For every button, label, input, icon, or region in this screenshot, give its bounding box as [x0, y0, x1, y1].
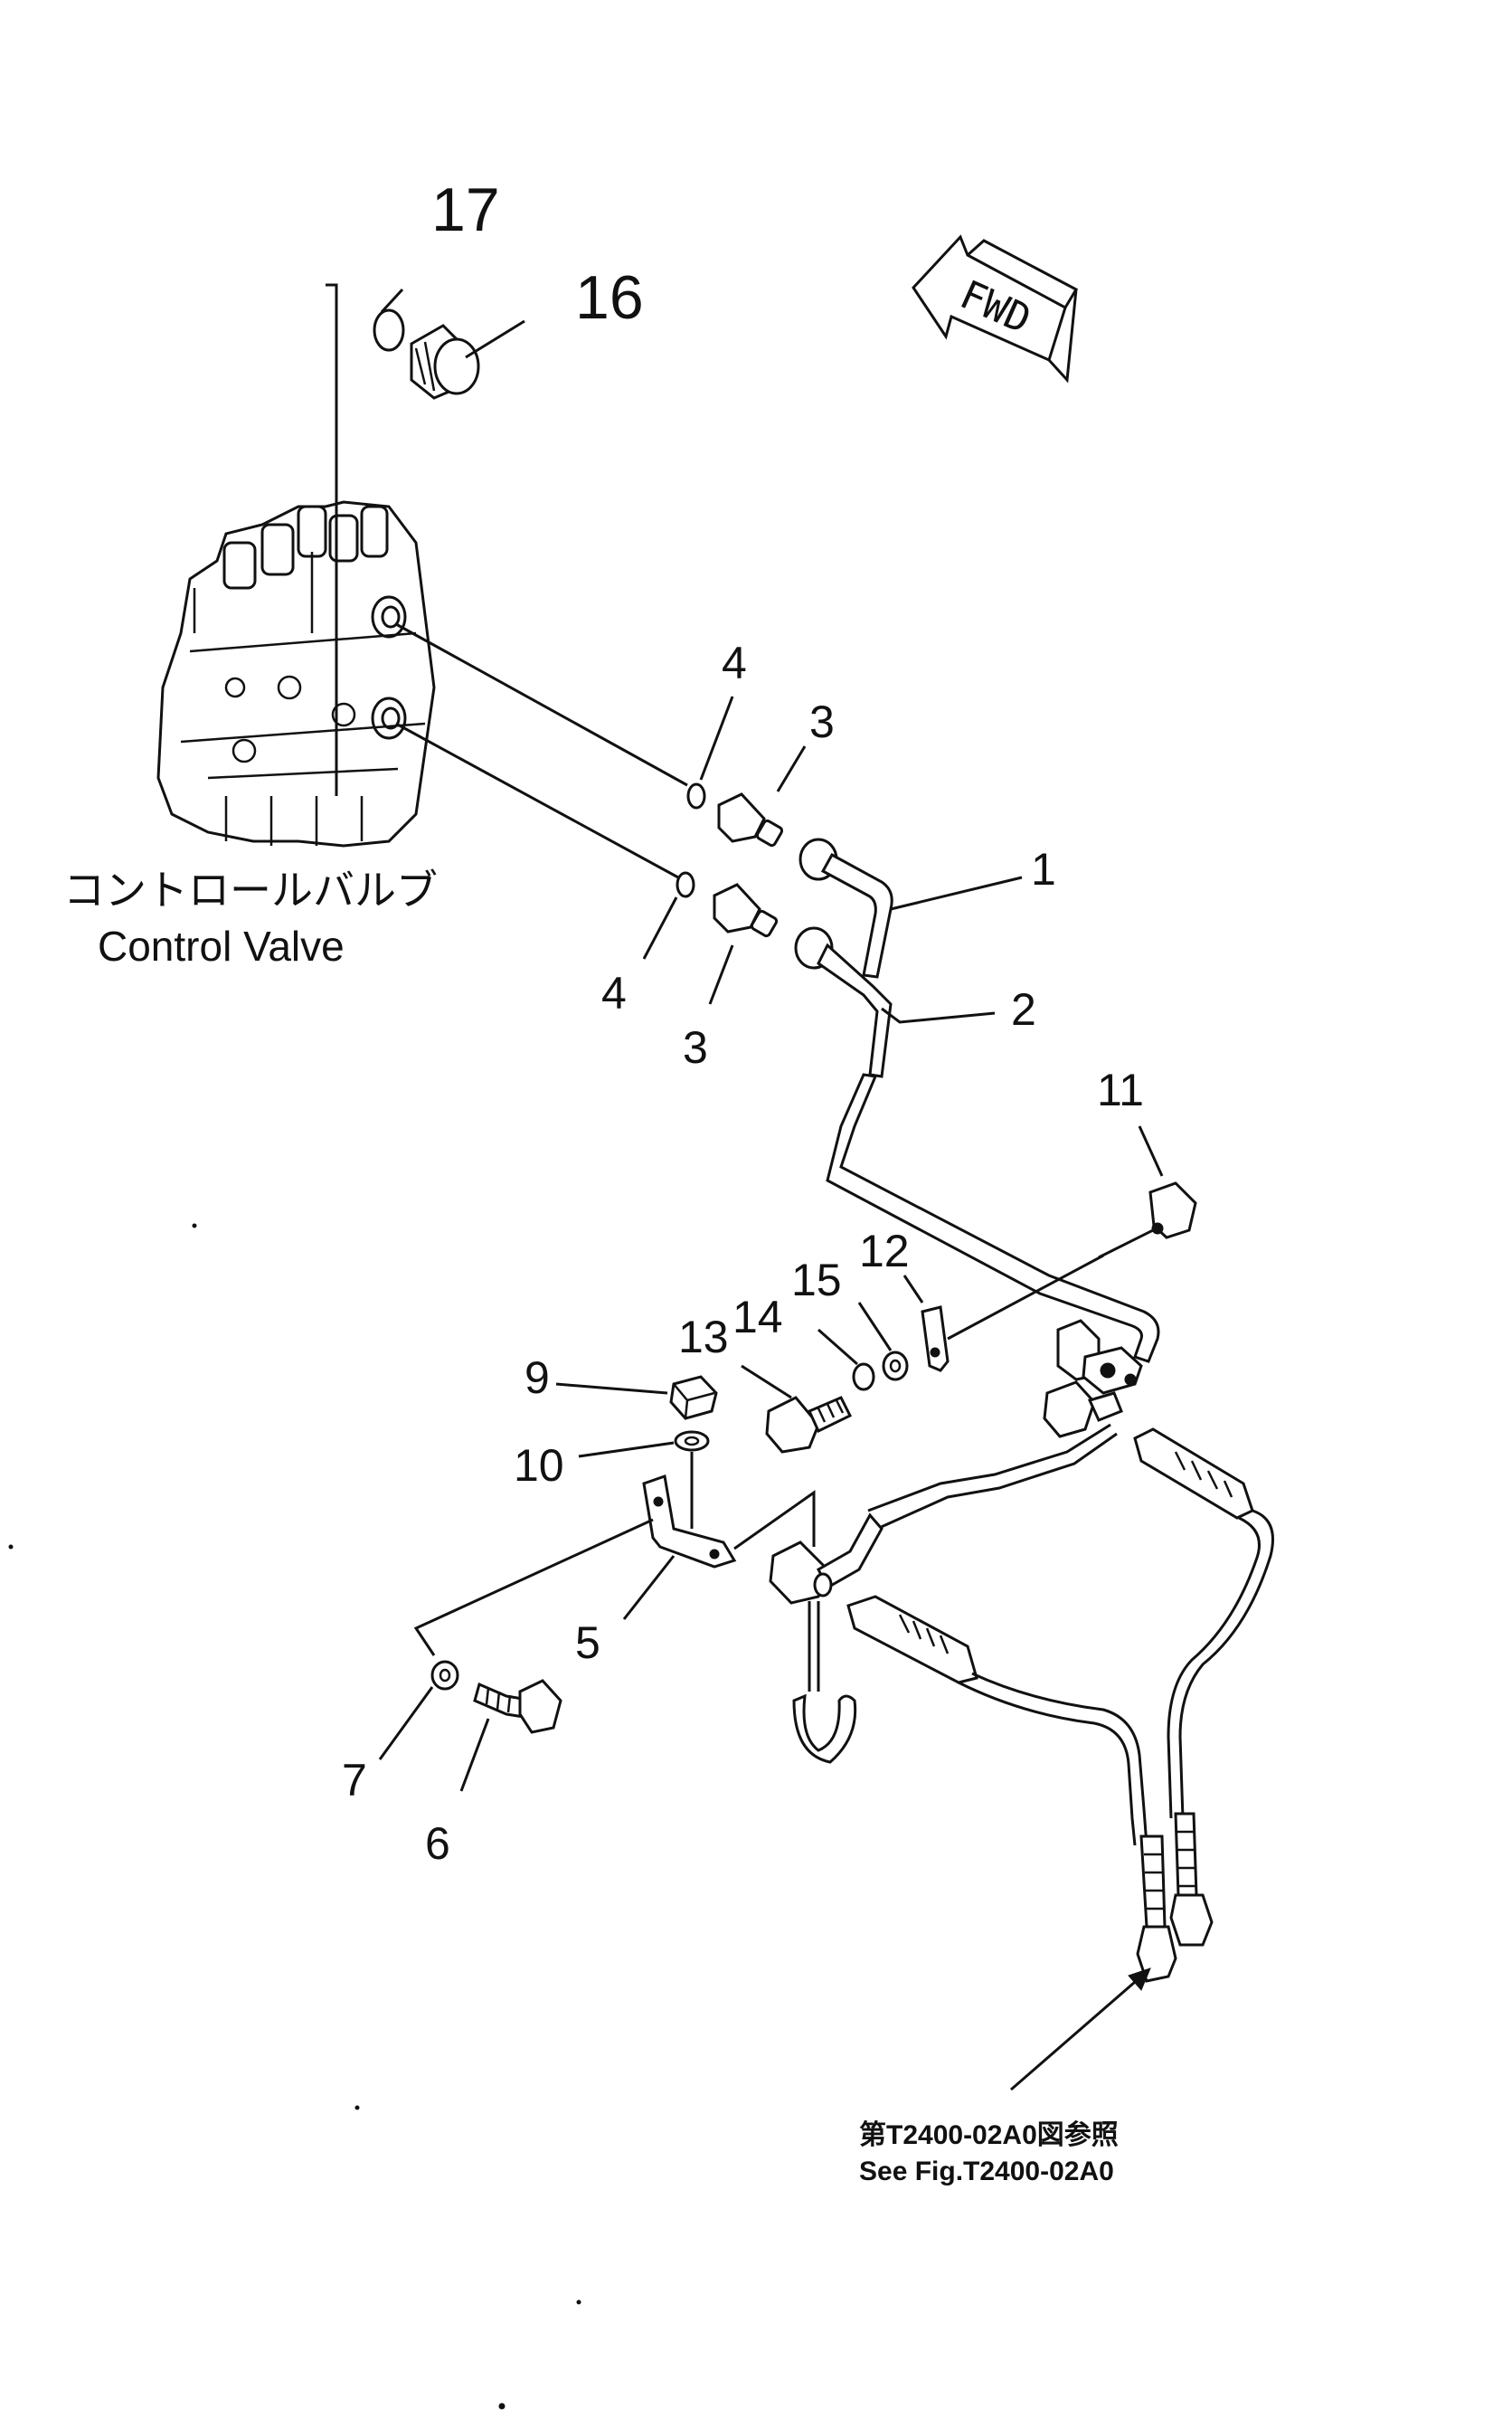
callout-6: 6	[425, 1818, 450, 1869]
callout-7: 7	[342, 1755, 367, 1806]
callout-5: 5	[575, 1617, 600, 1668]
callout-10: 10	[514, 1440, 564, 1491]
plug-part-16	[410, 324, 480, 400]
callout-11: 11	[1097, 1065, 1144, 1115]
callout-16: 16	[575, 263, 644, 332]
callout-13: 13	[678, 1312, 729, 1362]
adapter-part-3-upper	[717, 792, 784, 848]
elbow-fitting-lower	[769, 1512, 884, 1605]
control-valve	[156, 500, 436, 848]
reference-label-jp: 第T2400-02A0図参照	[859, 2119, 1119, 2150]
callout-12: 12	[859, 1226, 910, 1276]
reference-arrow	[1010, 1968, 1149, 2091]
o-ring-part-4-lower	[676, 871, 695, 898]
plate-part-12	[921, 1305, 950, 1372]
hose-end-fitting-lower	[792, 1693, 857, 1764]
clip-part-11	[1148, 1181, 1197, 1239]
hose-right	[1133, 1427, 1274, 1947]
lock-washer-part-14	[852, 1362, 875, 1391]
washer-part-7	[430, 1660, 459, 1691]
callout-17: 17	[431, 175, 500, 244]
bracket-assembly-right	[1056, 1319, 1143, 1395]
callout-9: 9	[524, 1352, 550, 1403]
pipe-part-2	[794, 926, 1160, 1363]
control-valve-label-en: Control Valve	[98, 923, 345, 970]
control-valve-label-jp: コントロールバルブ	[63, 867, 438, 914]
reference-label-en: See Fig.T2400-02A0	[859, 2157, 1114, 2186]
callout-3-upper: 3	[809, 697, 835, 747]
bolt-part-13	[765, 1396, 853, 1454]
hose-left	[846, 1595, 1177, 1983]
nut-part-9	[669, 1375, 718, 1420]
washer-part-10	[674, 1430, 710, 1452]
fwd-arrow-icon: FWD	[912, 234, 1079, 384]
callout-1: 1	[1031, 844, 1056, 895]
o-ring-part-17	[373, 308, 405, 352]
callout-3-lower: 3	[683, 1022, 708, 1073]
pipe-part-1	[799, 838, 893, 979]
callout-14: 14	[732, 1292, 783, 1342]
callout-4-upper: 4	[722, 638, 747, 688]
washer-part-15	[882, 1351, 909, 1381]
callout-15: 15	[791, 1255, 842, 1305]
callout-2: 2	[1011, 984, 1036, 1035]
elbow-fitting-upper	[1043, 1380, 1123, 1438]
o-ring-part-4-upper	[686, 782, 706, 810]
bracket-part-5	[642, 1474, 737, 1569]
bolt-part-6	[473, 1679, 562, 1734]
callout-4-lower: 4	[601, 968, 627, 1019]
adapter-part-3-lower	[713, 883, 779, 938]
